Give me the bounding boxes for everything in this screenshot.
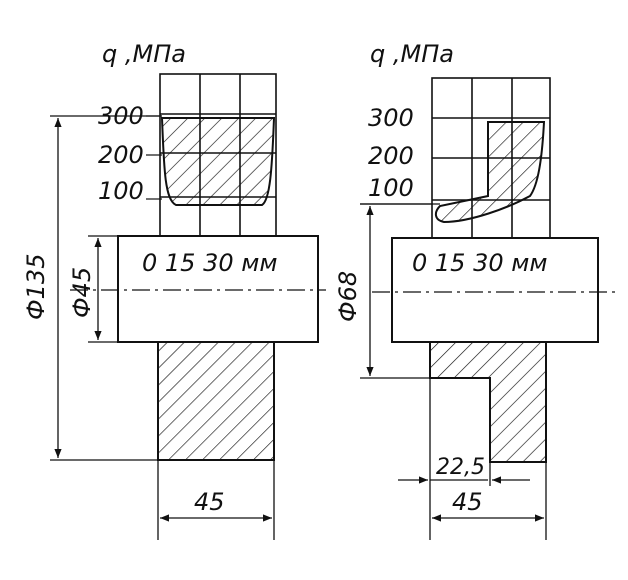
left-outer-diameter-label: Ф135 (22, 254, 50, 320)
left-figure: q ,МПа 300 200 100 0 15 30 мм (22, 40, 326, 540)
right-width-dim (429, 378, 547, 540)
right-q-label: q ,МПа (370, 40, 454, 68)
left-shaft (117, 235, 319, 343)
left-scale-ticks: 300 200 100 (98, 102, 144, 205)
right-axis-label: 0 15 30 мм (412, 249, 547, 277)
right-scale-ticks: 300 200 100 (368, 104, 414, 202)
left-tick-100: 100 (98, 177, 144, 205)
right-width-label: 45 (452, 488, 483, 516)
right-tick-100: 100 (368, 174, 414, 202)
right-shaft (391, 237, 599, 343)
right-figure: q ,МПа 300 200 100 0 15 30 мм (334, 40, 620, 540)
left-pressure-curve (160, 117, 276, 206)
left-inner-diameter-dim (88, 235, 120, 343)
left-outer-diameter-dim (50, 115, 162, 461)
left-width-dim (157, 460, 275, 540)
right-pressure-curve (434, 121, 546, 224)
left-axis-label: 0 15 30 мм (142, 249, 277, 277)
right-step-dim (398, 462, 530, 486)
left-q-label: q ,МПа (102, 40, 186, 68)
right-step-label: 22,5 (436, 455, 485, 480)
left-hub-section (157, 341, 275, 461)
right-inner-diameter-label: Ф68 (334, 271, 362, 322)
left-width-label: 45 (194, 488, 225, 516)
right-tick-200: 200 (368, 142, 414, 170)
left-inner-diameter-label: Ф45 (68, 267, 96, 318)
right-inner-diameter-dim (360, 203, 432, 379)
left-tick-200: 200 (98, 141, 144, 169)
right-hub-section (429, 341, 547, 463)
right-tick-300: 300 (368, 104, 414, 132)
